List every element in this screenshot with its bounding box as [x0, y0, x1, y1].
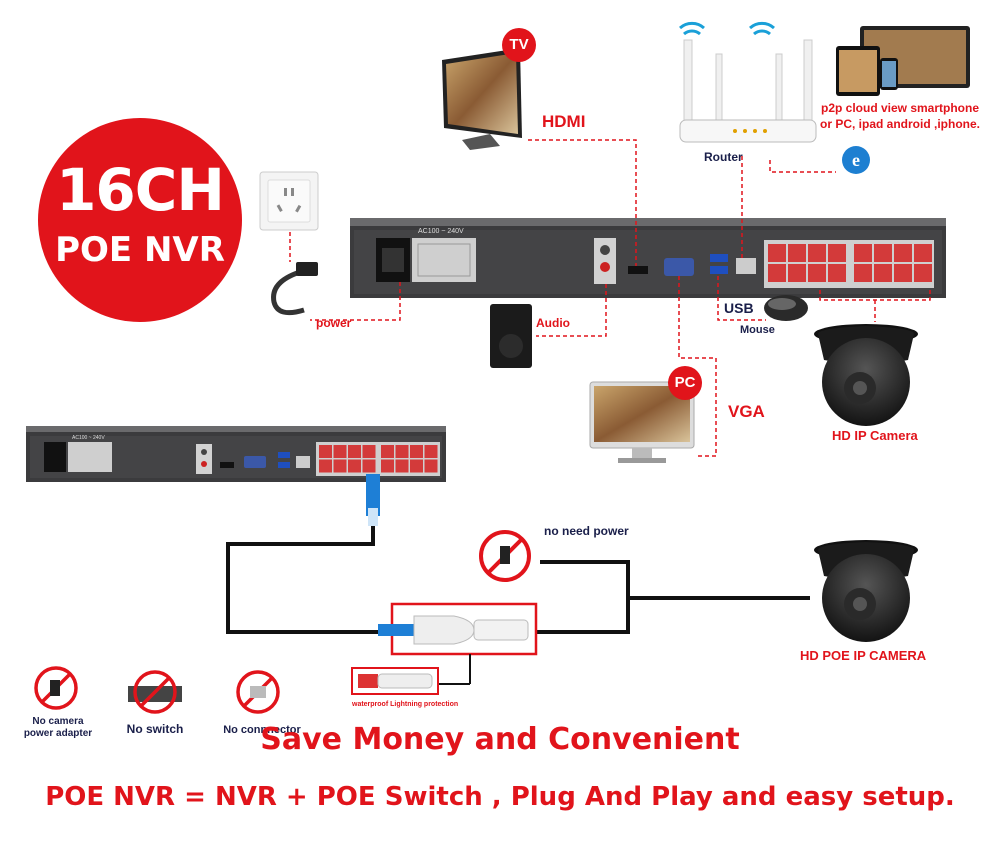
nvr-voltage-label: AC100 ~ 240V: [418, 228, 464, 235]
poe-port: [788, 264, 806, 282]
svg-text:e: e: [852, 150, 860, 170]
poe-port: [348, 445, 361, 458]
poe-port: [424, 445, 438, 458]
poe-port: [768, 264, 786, 282]
poe-port: [381, 445, 394, 458]
product-badge: 16CH POE NVR: [38, 118, 242, 322]
ie-browser-icon: e: [842, 146, 870, 174]
router-label: Router: [704, 150, 743, 164]
pc-tag: PC: [668, 366, 702, 400]
nvr2-voltage-label: AC100 ~ 240V: [72, 435, 105, 441]
poe-port: [362, 459, 376, 473]
icon-row-0-line1: No camera: [32, 716, 84, 727]
no-connector-icon: [236, 670, 280, 714]
slogan: Save Money and Convenient: [260, 722, 740, 757]
connection-lines-red: [289, 139, 931, 457]
dome-camera-top-icon: [814, 324, 918, 426]
poe-port: [894, 244, 912, 262]
poe-port: [333, 445, 347, 458]
dome-camera-bottom-icon: [814, 540, 918, 642]
icon-row-2-line1: No connnector: [223, 724, 301, 736]
poe-port: [854, 264, 872, 282]
poe-port: [808, 264, 826, 282]
poe-port: [381, 459, 394, 473]
router-icon: [679, 21, 817, 143]
poe-port: [424, 459, 438, 473]
poe-port: [874, 264, 892, 282]
vga-label: VGA: [728, 402, 765, 421]
no-switch-icon: [128, 670, 182, 714]
power-cord: [271, 269, 305, 316]
badge-type: POE NVR: [55, 230, 225, 270]
poe-port: [828, 244, 846, 262]
badge-channels: 16CH: [56, 156, 225, 224]
tv-icon: [442, 48, 522, 150]
poe-port: [828, 264, 846, 282]
poe-port: [914, 264, 932, 282]
poe-port: [333, 459, 347, 473]
poe-port: [348, 459, 361, 473]
audio-label: Audio: [536, 316, 570, 330]
cloud-line1: p2p cloud view smartphone: [820, 101, 980, 115]
wall-socket-icon: [259, 171, 319, 231]
no-power-icon: [479, 530, 531, 582]
hd-ip-camera-label: HD IP Camera: [832, 428, 918, 443]
rj45-connector-icon: [378, 602, 538, 685]
poe-ports-secondary: [319, 445, 438, 473]
poe-port: [362, 445, 376, 458]
poe-port: [914, 244, 932, 262]
devices-icon: [836, 26, 970, 96]
poe-port: [874, 244, 892, 262]
icon-row-0-line2: power adapter: [23, 728, 93, 739]
poe-port: [894, 264, 912, 282]
mouse-label: Mouse: [740, 324, 775, 336]
lightning-protector-icon: [351, 667, 439, 695]
mouse-icon: [764, 295, 808, 321]
usb-label: USB: [724, 300, 754, 316]
network-cable: [226, 474, 810, 634]
poe-ports-main: [768, 244, 932, 282]
no-adapter-icon: [34, 666, 78, 710]
poe-port: [319, 445, 332, 458]
poe-port: [854, 244, 872, 262]
power-label: power: [316, 316, 352, 330]
poe-port: [410, 459, 423, 473]
cloud-line2: or PC, ipad android ,iphone.: [820, 117, 981, 131]
hdmi-label: HDMI: [542, 112, 586, 131]
speaker-icon: [490, 304, 532, 368]
equation-tagline: POE NVR = NVR + POE Switch , Plug And Pl…: [45, 782, 955, 812]
no-need-power-label: no need power: [544, 524, 629, 538]
hd-poe-camera-label: HD POE IP CAMERA: [800, 648, 927, 663]
waterproof-label: waterproof Lightning protection: [352, 701, 459, 708]
poe-port: [319, 459, 332, 473]
icon-row-1-line1: No switch: [126, 722, 184, 736]
poe-port: [808, 244, 826, 262]
poe-port: [395, 459, 409, 473]
tv-tag: TV: [502, 28, 536, 62]
poe-port: [410, 445, 423, 458]
poe-port: [768, 244, 786, 262]
poe-port: [788, 244, 806, 262]
poe-port: [395, 445, 409, 458]
